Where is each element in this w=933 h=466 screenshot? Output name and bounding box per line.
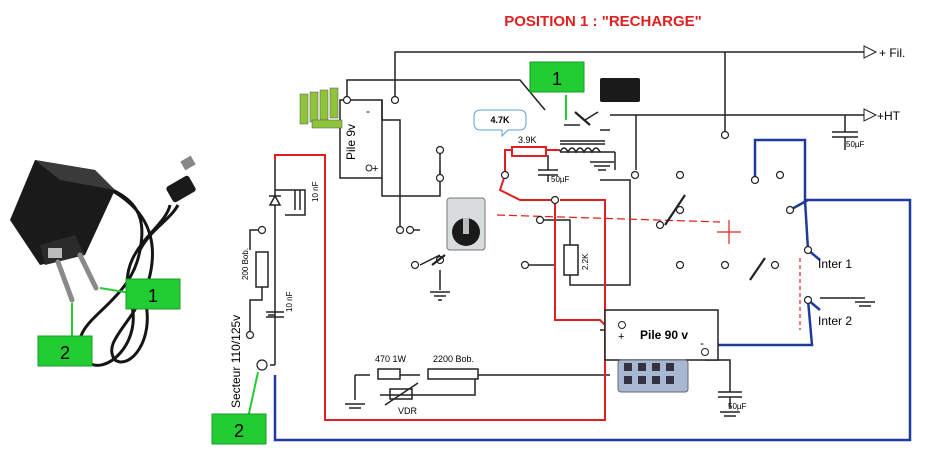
output-fil: + Fil.: [863, 45, 905, 60]
cap-50uf-label-mid: 50µF: [551, 175, 570, 184]
bob-2200-label: 2200 Bob.: [433, 354, 474, 364]
bob-200-label: 200 Bob.: [241, 248, 250, 280]
nimh-batteries-image: [299, 87, 343, 129]
phone-charger-illustration: [10, 155, 196, 367]
capacitor-10nf-bottom: [266, 311, 284, 318]
cap-10nf-label-top: 10 nF: [311, 181, 320, 202]
tooltip-4-7k: 4.7K: [473, 109, 527, 138]
output-ht-label: +HT: [877, 109, 901, 123]
rotary-selector-knob-image: [446, 197, 486, 251]
output-fil-label: + Fil.: [879, 46, 905, 60]
pile9v-plus: +: [372, 163, 378, 175]
pile9v-minus: -: [366, 104, 370, 118]
callout-2-charger-pin: 2: [37, 303, 93, 367]
battery-pack-image: [617, 359, 689, 393]
pile90v-minus: -: [700, 336, 704, 350]
rotary-switch-contacts: [245, 95, 813, 371]
pile90v-label: Pile 90 v: [640, 328, 688, 342]
output-ht: +HT: [863, 108, 901, 123]
callout-2-secteur: 2: [211, 371, 267, 445]
ground-symbol-transformer: [590, 161, 614, 171]
callout-1-relay: 1: [529, 61, 585, 120]
callout-2-text: 2: [60, 343, 70, 363]
tooltip-text: 4.7K: [490, 115, 510, 125]
inter2-label: Inter 2: [818, 314, 852, 328]
callout-1-relay-text: 1: [552, 69, 562, 89]
resistor-3-9k-label: 3.9K: [518, 135, 537, 145]
cap-50uf-label-bottom: 50µF: [728, 402, 747, 411]
pile-90v-box: + Pile 90 v -: [604, 309, 719, 361]
vdr-label: VDR: [398, 406, 418, 416]
cap-50uf-label-ht: 50µF: [846, 140, 865, 149]
relay-transformer: [559, 111, 610, 154]
callout-2-secteur-text: 2: [234, 421, 244, 441]
pile9v-plus-terminal: [365, 164, 373, 172]
capacitor-10nf-top: [294, 190, 301, 210]
black-wiring: [249, 51, 875, 417]
pile9v-label: Pile 9v: [344, 124, 358, 160]
blue-wiring: [273, 138, 912, 442]
diode-symbol: [268, 194, 282, 206]
resistor-470-label: 470 1W: [375, 354, 407, 364]
resistor-2-2k-label: 2.2K: [581, 253, 590, 270]
diagram-title: POSITION 1 : "RECHARGE": [504, 13, 702, 30]
relay-component-image: [600, 78, 640, 102]
red-wiring: [274, 146, 801, 421]
cap-10nf-label-bottom: 10 nF: [285, 291, 294, 312]
pile90v-plus: +: [618, 331, 624, 343]
secteur-label: Secteur 110/125v: [229, 315, 243, 408]
rotary-switch-arms: [431, 111, 766, 281]
callout-1-text: 1: [148, 286, 158, 306]
callout-1-charger-pin: 1: [99, 278, 181, 310]
inter1-label: Inter 1: [818, 257, 852, 271]
